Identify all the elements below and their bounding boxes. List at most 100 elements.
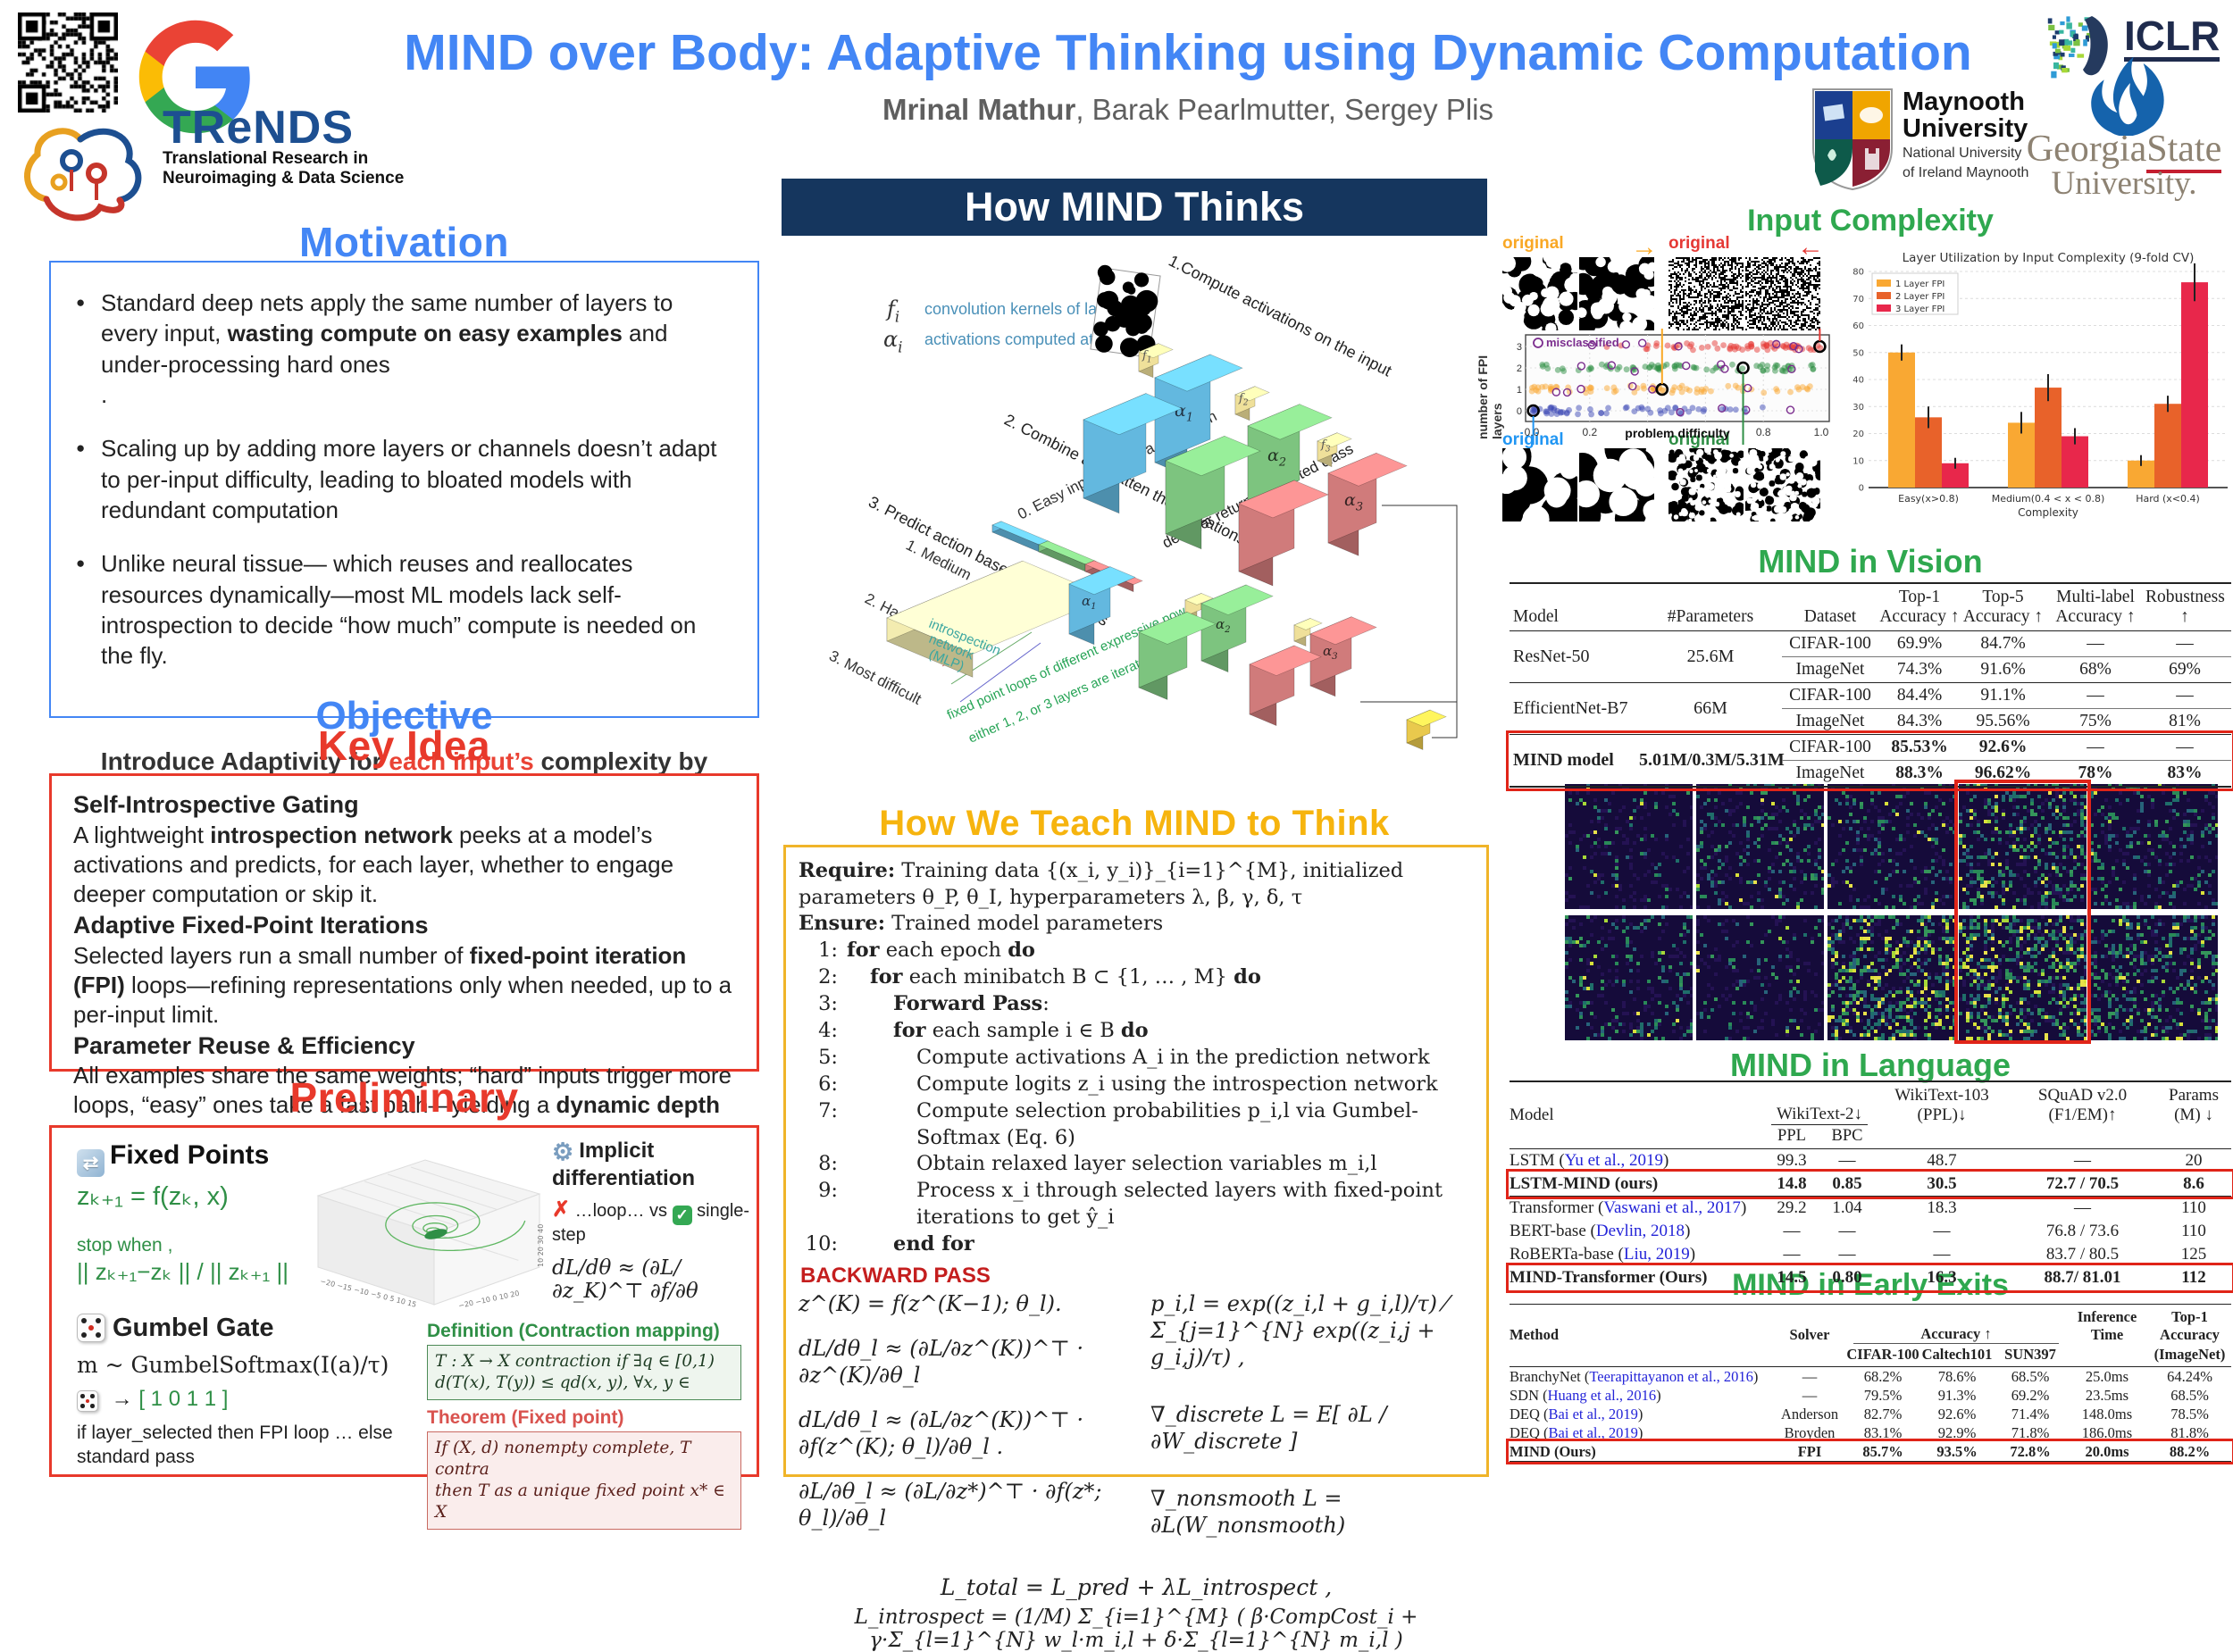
- loop-vs-label: …loop… vs: [574, 1200, 668, 1221]
- author-first: Mrinal Mathur: [882, 93, 1076, 126]
- svg-text:0.0: 0.0: [1525, 426, 1540, 438]
- table-cell: 148.0ms: [2081, 1405, 2133, 1423]
- maynooth-line1: Maynooth: [1903, 88, 2025, 116]
- table-cell: 88.7/ 81.01: [2044, 1268, 2121, 1287]
- trends-subtitle-1: Translational Research in: [163, 148, 369, 168]
- method-cell: SDN (Huang et al., 2016): [1510, 1386, 1661, 1404]
- table-cell: 83.1%: [1863, 1423, 1903, 1441]
- model-cell: ResNet-50: [1513, 647, 1590, 666]
- line-text: Compute logits z_i using the introspecti…: [916, 1072, 1438, 1096]
- table-cell: 125: [2180, 1245, 2207, 1264]
- arrow-right-orange: →: [1631, 232, 1658, 262]
- line-number: 10:: [805, 1232, 838, 1256]
- key-idea-title-3: Parameter Reuse & Efficiency: [73, 1031, 415, 1059]
- formula: z^(K) = f(z^(K−1); θ_l).: [799, 1291, 1062, 1317]
- svg-text:misclassified: misclassified: [1546, 336, 1619, 349]
- sub-col: Caltech101: [1921, 1346, 1993, 1363]
- model-cell: RoBERTa-base (Liu, 2019): [1510, 1245, 1696, 1264]
- params-cell: 25.6M: [1686, 647, 1735, 666]
- table-cell: 14.8: [1777, 1174, 1807, 1193]
- key-idea-body-1: A lightweight introspection network peek…: [73, 821, 674, 907]
- algorithm-line: 4:for each sample i ∈ B do: [799, 1018, 1474, 1045]
- model-cell: BERT-base (Devlin, 2018): [1510, 1222, 1691, 1240]
- vision-col-header: Robustness↑: [2145, 588, 2225, 626]
- feature-map-image: [1959, 915, 2087, 1040]
- original-label-noise: original: [1668, 234, 1730, 253]
- table-cell: 110: [2181, 1198, 2206, 1217]
- algorithm-line: 8: Obtain relaxed layer selection variabl…: [799, 1151, 1474, 1178]
- table-cell: —: [1802, 1367, 1818, 1385]
- table-cell: 69%: [2169, 660, 2201, 679]
- sample-image: [1579, 257, 1654, 330]
- table-cell: —: [1838, 1222, 1856, 1240]
- svg-text:20: 20: [1852, 430, 1864, 439]
- svg-text:0.2: 0.2: [1582, 426, 1597, 438]
- table-cell: —: [2176, 634, 2194, 653]
- table-cell: ImageNet: [1795, 660, 1865, 679]
- gumbel-gate-block: Gumbel Gate m ~ GumbelSoftmax(I(a)/τ) → …: [77, 1314, 393, 1470]
- gsu-georgia: Georgia: [2026, 129, 2147, 170]
- model-cell: MIND model: [1513, 750, 1614, 770]
- table-cell: 78.5%: [2170, 1405, 2209, 1423]
- algorithm-line: 2:for each minibatch B ⊂ {1, … , M} do: [799, 964, 1474, 991]
- gumbel-sample: → [ 1 0 1 1 ]: [77, 1387, 393, 1412]
- vision-col-header: #Parameters: [1667, 607, 1754, 626]
- sample-image: [1745, 257, 1820, 330]
- vision-col-header: Dataset: [1803, 607, 1857, 626]
- table-cell: 79.5%: [1863, 1386, 1903, 1404]
- svg-text:40: 40: [1852, 376, 1864, 386]
- table-cell: 78.6%: [1937, 1367, 1977, 1385]
- motivation-box: Standard deep nets apply the same number…: [49, 261, 759, 840]
- svg-text:0: 0: [1859, 484, 1864, 494]
- table-cell: 88.3%: [1895, 763, 1944, 782]
- table-cell: 81%: [2169, 712, 2201, 730]
- svg-text:30: 30: [1852, 403, 1864, 413]
- table-cell: —: [2074, 1198, 2091, 1217]
- implicit-diff-compare: ✗ …loop… vs ✓ single-step: [552, 1197, 753, 1246]
- table-cell: 84.7%: [1980, 634, 2026, 653]
- line-number: 8:: [818, 1152, 838, 1176]
- citation: Bai et al., 2019: [1548, 1405, 1638, 1423]
- preliminary-box: ⇄Fixed Points zₖ₊₁ = f(zₖ, x) stop when …: [49, 1125, 759, 1531]
- table-cell: —: [1933, 1222, 1951, 1240]
- table-cell: 83%: [2167, 763, 2203, 782]
- col-wikitext103: WikiText-103 (PPL)↓: [1894, 1086, 1989, 1124]
- feature-map-image: [1696, 915, 1824, 1040]
- gumbel-gate-label: Gumbel Gate: [113, 1314, 274, 1342]
- table-cell: ImageNet: [1795, 712, 1865, 730]
- poster-page: { "header": { "title": "MIND over Body: …: [0, 0, 2233, 1488]
- col-accuracy: Accuracy ↑: [1853, 1325, 2059, 1344]
- table-cell: Broyden: [1784, 1423, 1836, 1441]
- total-loss-formula: L_total = L_pred + λL_introspect ,: [940, 1574, 1333, 1601]
- diagram-label: αi: [883, 327, 902, 356]
- dice-icon: [77, 1314, 105, 1342]
- col-solver: Solver: [1789, 1326, 1830, 1343]
- objective-seg-red: each input’s: [389, 747, 534, 776]
- loop-icon: ⇄: [77, 1149, 105, 1177]
- table-cell: 0.80: [1832, 1268, 1862, 1287]
- svg-text:10: 10: [1852, 456, 1864, 466]
- sample-image: [1668, 448, 1744, 521]
- table-cell: 84.3%: [1896, 712, 1943, 730]
- feature-map-image: [1959, 784, 2087, 909]
- language-table-row: LSTM (Yu et al., 2019)99.3—48.7—20: [1510, 1149, 2231, 1172]
- line-text: Obtain relaxed layer selection variables…: [916, 1152, 1377, 1176]
- method-cell: DEQ (Bai et al., 2019): [1510, 1423, 1643, 1441]
- table-cell: 186.0ms: [2081, 1423, 2133, 1441]
- diagram-label: f2: [1238, 392, 1249, 408]
- model-cell: LSTM-MIND (ours): [1510, 1174, 1659, 1193]
- algorithm-line: 1:for each epoch do: [799, 938, 1474, 964]
- early-exits-heading: MIND in Early Exits: [1732, 1268, 2009, 1302]
- col-imagenet: (ImageNet): [2154, 1346, 2226, 1363]
